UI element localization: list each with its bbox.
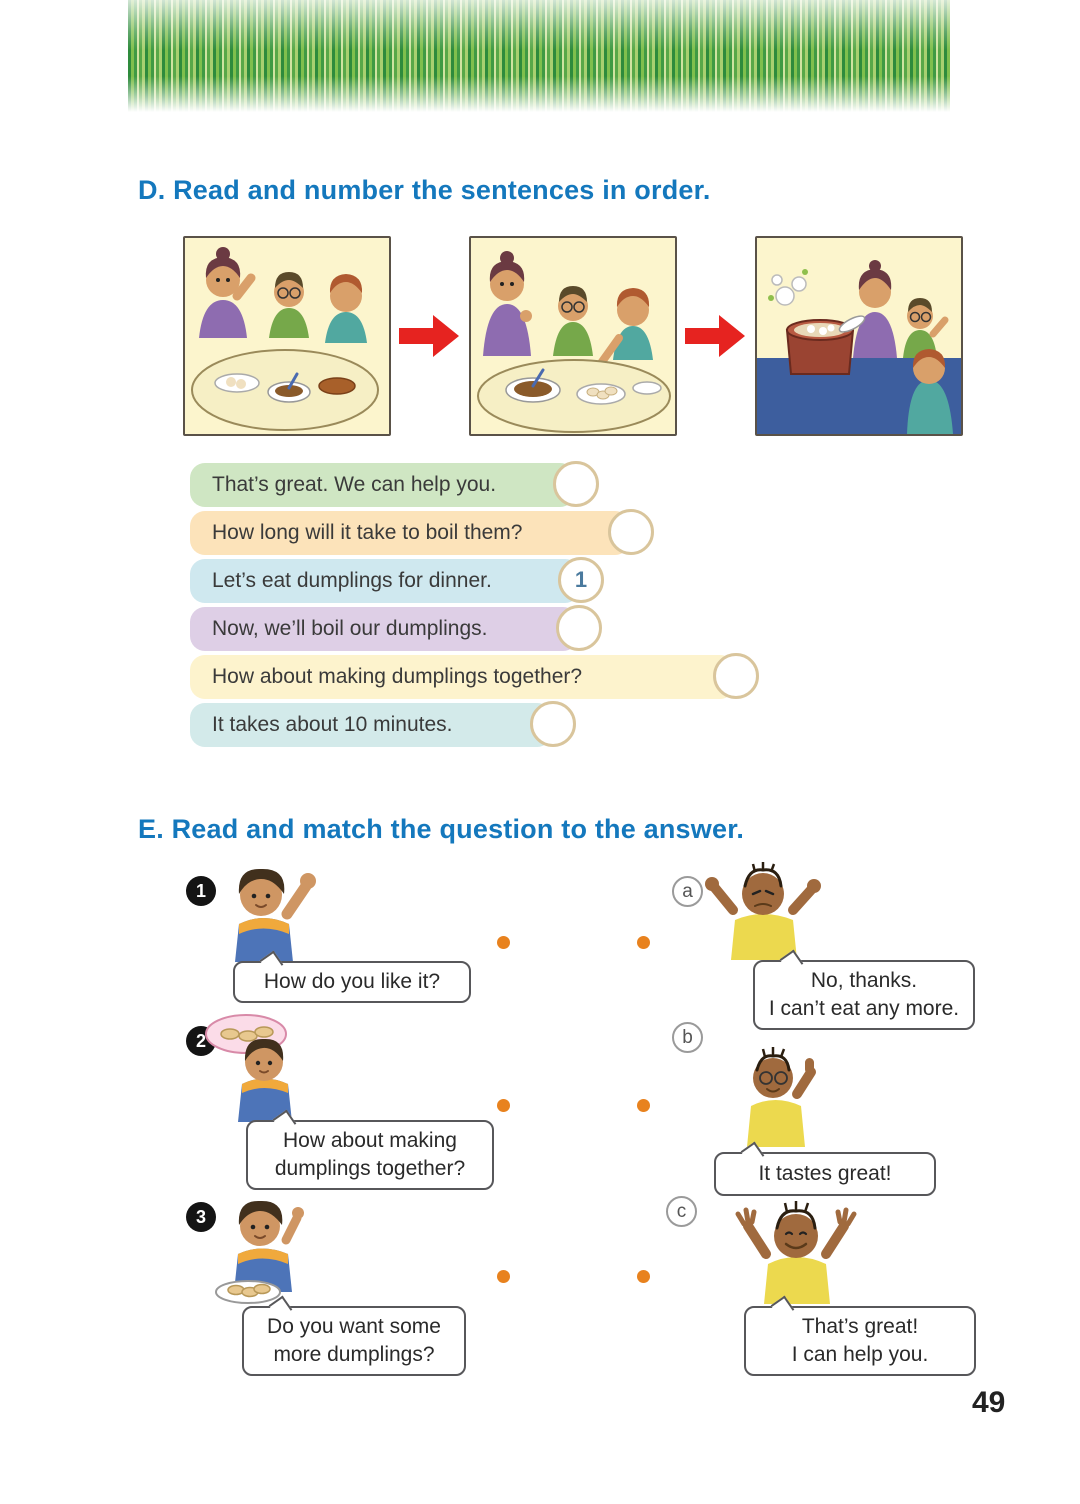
scene-3-boiling-pot bbox=[755, 236, 963, 436]
match-dot-question-1[interactable] bbox=[497, 936, 510, 949]
sentence-strip: Let’s eat dumplings for dinner. 1 bbox=[190, 557, 604, 603]
scene-2-making-dumplings bbox=[469, 236, 677, 436]
banner-fade-overlay bbox=[128, 0, 950, 112]
answer-circle[interactable] bbox=[530, 701, 576, 747]
question-1-badge: 1 bbox=[186, 876, 216, 906]
answer-circle[interactable]: 1 bbox=[558, 557, 604, 603]
answer-a-badge: a bbox=[672, 876, 703, 907]
sentence-strip: That’s great. We can help you. bbox=[190, 461, 599, 507]
answer-c-character bbox=[722, 1192, 872, 1304]
answer-b-badge: b bbox=[672, 1022, 703, 1053]
sentence-text: It takes about 10 minutes. bbox=[212, 713, 453, 736]
question-2-character bbox=[196, 1012, 346, 1122]
answer-circle[interactable] bbox=[553, 461, 599, 507]
scene-1-illustration bbox=[185, 238, 389, 434]
section-d-title: D. Read and number the sentences in orde… bbox=[138, 175, 711, 205]
answer-circle[interactable] bbox=[608, 509, 654, 555]
answer-b-character bbox=[715, 1032, 835, 1147]
sentence-strip: How about making dumplings together? bbox=[190, 653, 759, 699]
sentence-text: Let’s eat dumplings for dinner. bbox=[212, 569, 492, 592]
answer-a-character bbox=[695, 860, 835, 960]
scene-3-illustration bbox=[757, 238, 961, 434]
sentence-strip: How long will it take to boil them? bbox=[190, 509, 654, 555]
match-dot-answer-a[interactable] bbox=[637, 936, 650, 949]
match-dot-question-2[interactable] bbox=[497, 1099, 510, 1112]
question-3-bubble: Do you want some more dumplings? bbox=[242, 1306, 466, 1376]
decorative-stripes-banner bbox=[128, 0, 950, 112]
sentence-text: That’s great. We can help you. bbox=[212, 473, 497, 496]
match-dot-answer-c[interactable] bbox=[637, 1270, 650, 1283]
arrow-right-icon bbox=[399, 315, 459, 357]
answer-c-bubble: That’s great! I can help you. bbox=[744, 1306, 976, 1376]
sentence-strip: It takes about 10 minutes. bbox=[190, 701, 576, 747]
section-e-title: E. Read and match the question to the an… bbox=[138, 814, 745, 844]
answer-c-badge: c bbox=[666, 1196, 697, 1227]
question-2-bubble: How about making dumplings together? bbox=[246, 1120, 494, 1190]
answer-a-bubble: No, thanks. I can’t eat any more. bbox=[753, 960, 975, 1030]
question-1-bubble: How do you like it? bbox=[233, 961, 471, 1003]
question-1-character bbox=[205, 862, 325, 962]
arrow-right-icon bbox=[685, 315, 745, 357]
answer-b-bubble: It tastes great! bbox=[714, 1152, 936, 1196]
sentence-text: Now, we’ll boil our dumplings. bbox=[212, 617, 488, 640]
match-dot-question-3[interactable] bbox=[497, 1270, 510, 1283]
question-3-character bbox=[200, 1192, 330, 1304]
answer-circle[interactable] bbox=[556, 605, 602, 651]
sentence-strip: Now, we’ll boil our dumplings. bbox=[190, 605, 602, 651]
sentence-text: How long will it take to boil them? bbox=[212, 521, 523, 544]
page-number: 49 bbox=[972, 1386, 1006, 1419]
match-dot-answer-b[interactable] bbox=[637, 1099, 650, 1112]
scene-1-family-at-table bbox=[183, 236, 391, 436]
scene-2-illustration bbox=[471, 238, 675, 434]
picture-sequence bbox=[183, 236, 963, 436]
sentence-list: That’s great. We can help you. How long … bbox=[190, 461, 759, 751]
question-3-badge: 3 bbox=[186, 1202, 216, 1232]
answer-circle[interactable] bbox=[713, 653, 759, 699]
sentence-text: How about making dumplings together? bbox=[212, 665, 583, 688]
